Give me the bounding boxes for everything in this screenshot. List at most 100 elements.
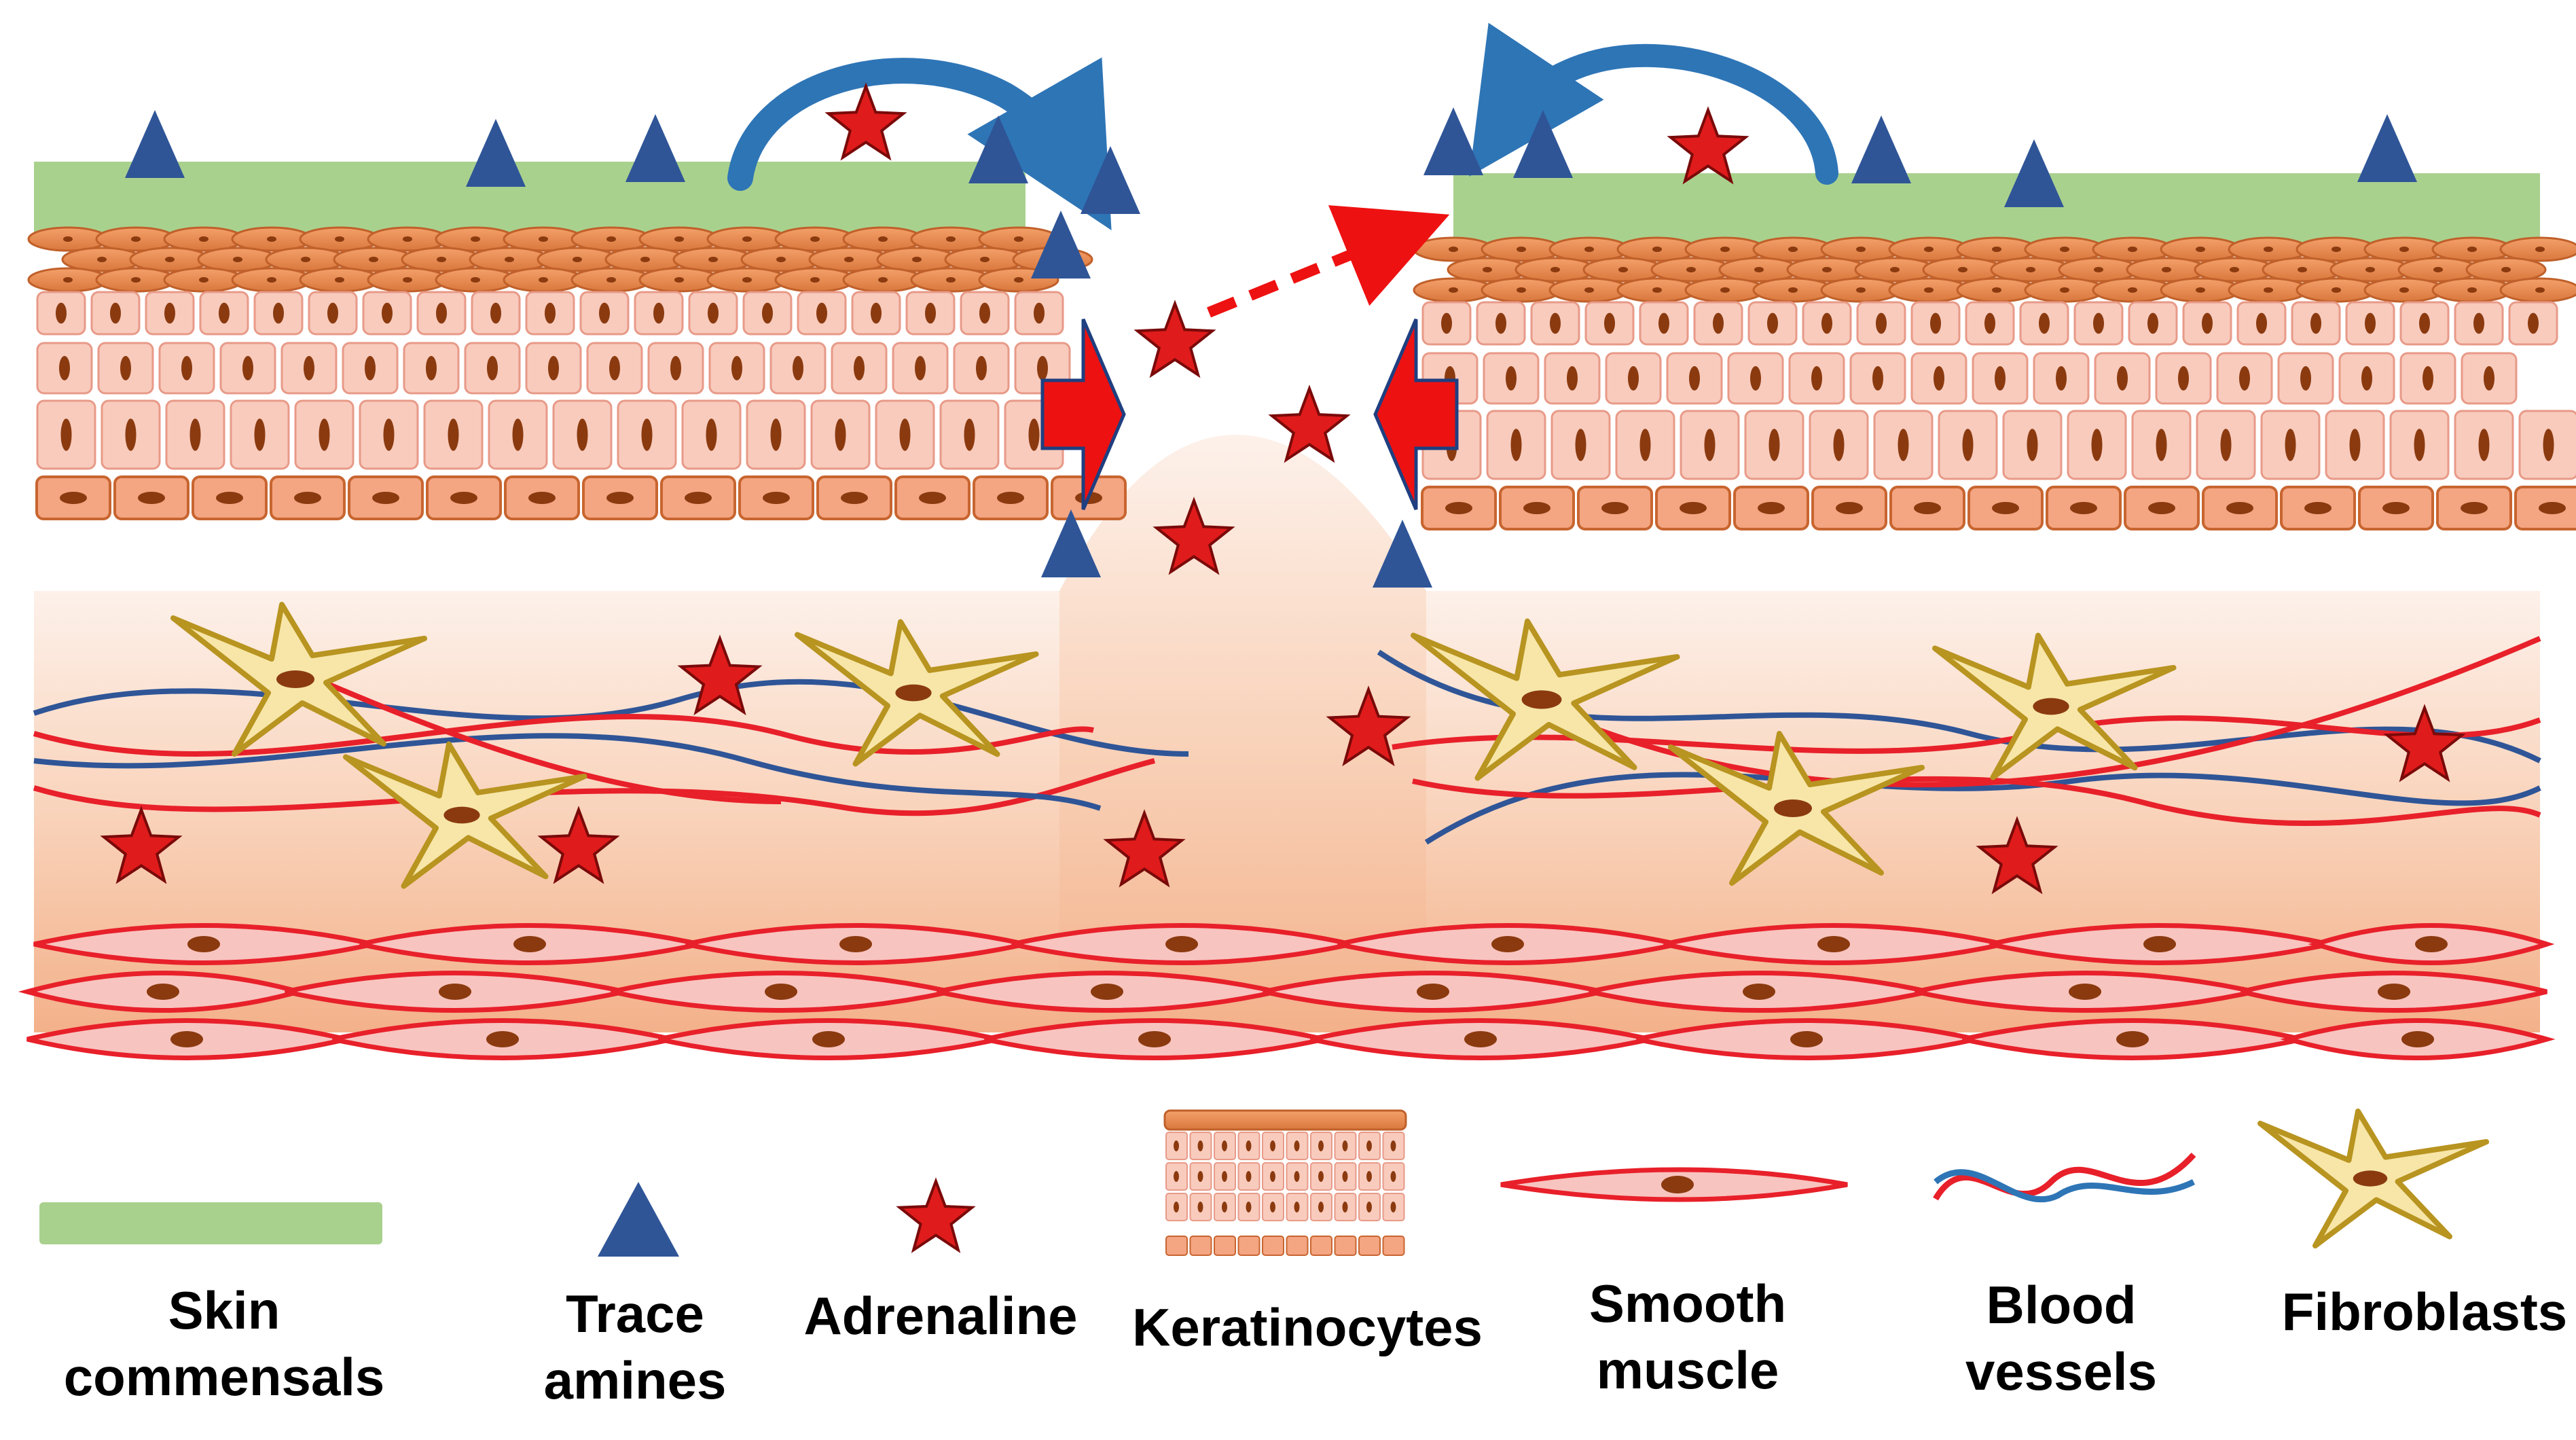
smooth-muscle-cell [2241,971,2547,1013]
cornified-nucleus [2128,287,2137,293]
cornified-nucleus [878,277,888,283]
cornified-nucleus [301,257,310,262]
cornified-nucleus [2230,267,2239,272]
keratinocyte-nucleus [762,302,773,324]
keratinocyte-nucleus [964,418,975,451]
adrenaline-markers [100,82,2466,895]
cornified-nucleus [1754,267,1764,272]
keratinocyte-nucleus [2027,429,2038,461]
legend-basal-cell [1358,1236,1381,1256]
muscle-nucleus [839,936,872,952]
curved-arrow-left [727,57,1112,230]
legend-nucleus [1197,1140,1203,1151]
basal-nucleus [1445,502,1472,514]
keratinocyte-nucleus [816,302,827,324]
fibroblast-nucleus [895,684,932,702]
adrenaline-star [1667,106,1749,185]
legend-nucleus [1270,1171,1275,1182]
legend-basal-cell [1382,1236,1405,1256]
keratinocyte-nucleus [976,355,987,381]
keratinocyte-nucleus [1930,312,1941,334]
muscle-nucleus [1464,1031,1497,1047]
basal-nucleus [997,492,1024,504]
keratinocyte-nucleus [512,418,524,451]
keratinocyte-nucleus [1037,355,1048,381]
cornified-nucleus [335,277,344,283]
vessel-fiber [33,714,1094,757]
keratinocyte-nucleus [979,302,990,324]
keratinocyte-nucleus [125,418,137,451]
keratinocyte-nucleus [254,418,266,451]
legend-adrenaline-icon [896,1177,976,1253]
basal-nucleus [1680,502,1707,514]
legend-basal-cell [1237,1236,1260,1256]
muscle-nucleus [1817,936,1850,952]
cornified-nucleus [63,236,73,242]
keratinocyte-nucleus [1604,312,1615,334]
adrenaline-star [1326,685,1411,767]
basal-nucleus [685,492,712,504]
keratinocyte-nucleus [56,302,67,324]
keratinocyte-nucleus [242,355,253,381]
legend-nucleus [1246,1140,1252,1151]
legend-basal-cell [1189,1236,1212,1256]
keratinocyte-nucleus [1441,312,1452,334]
keratinocyte-nucleus [1689,365,1700,391]
trace-amine-triangle [968,115,1028,183]
vessel-fiber [1412,776,2541,827]
legend-basal-cell [1286,1236,1309,1256]
basal-nucleus [1836,502,1863,514]
keratinocyte-nucleus [2419,312,2430,334]
cornified-nucleus [674,277,684,283]
vessel-fiber [33,733,1102,811]
keratinocyte-nucleus [110,302,121,324]
cornified-nucleus [1856,287,1866,293]
keratinocyte-nucleus [382,302,393,324]
muscle-nucleus [170,1031,203,1047]
basal-nucleus [2461,502,2488,514]
cornified-nucleus [2264,247,2273,252]
legend-nucleus [1197,1202,1203,1212]
legend-nucleus [1366,1140,1372,1151]
cornified-nucleus [2399,247,2409,252]
keratinocyte-nucleus [189,418,201,451]
keratinocyte-nucleus [2478,429,2490,461]
trace-amine-triangle [1373,520,1432,588]
legend-nucleus [1390,1171,1396,1182]
muscle-nucleus [2415,936,2448,952]
keratinocyte-nucleus [2285,429,2296,461]
legend-basal-cell [1310,1236,1332,1256]
legend-nucleus [1270,1202,1275,1212]
muscle-nucleus [1743,984,1775,1000]
muscle-nucleus [2143,936,2176,952]
muscle-nucleus [486,1031,519,1047]
cornified-nucleus [267,236,276,242]
cornified-nucleus [1550,267,1560,272]
trace-amine-triangle [1851,115,1911,183]
keratinocyte-nucleus [548,355,559,381]
muscle-nucleus [187,936,220,952]
muscle-nucleus [2378,984,2410,1000]
keratinocyte-nucleus [1028,418,1040,451]
keratinocyte-nucleus [304,355,314,381]
cornified-nucleus [539,236,548,242]
legend-basal-cell [1165,1236,1188,1256]
basal-nucleus [294,492,321,504]
adrenaline-star [1976,816,2058,895]
keratinocyte-nucleus [770,418,782,451]
legend-basal-cell [1262,1236,1284,1256]
cornified-nucleus [2467,247,2477,252]
adrenaline-star [1153,497,1235,575]
cornified-nucleus [233,257,242,262]
keratinocyte-nucleus [1510,429,1522,461]
fibroblast [343,741,587,889]
keratinocyte-nucleus [545,302,556,324]
basal-nucleus [450,492,477,504]
keratinocyte-nucleus [120,355,131,381]
legend-nucleus [1246,1171,1252,1182]
keratinocyte-nucleus [793,355,803,381]
legend-nucleus [1294,1140,1300,1151]
cornified-nucleus [2399,287,2409,293]
keratinocyte-nucleus [1995,365,2006,391]
cornified-nucleus [1686,267,1696,272]
